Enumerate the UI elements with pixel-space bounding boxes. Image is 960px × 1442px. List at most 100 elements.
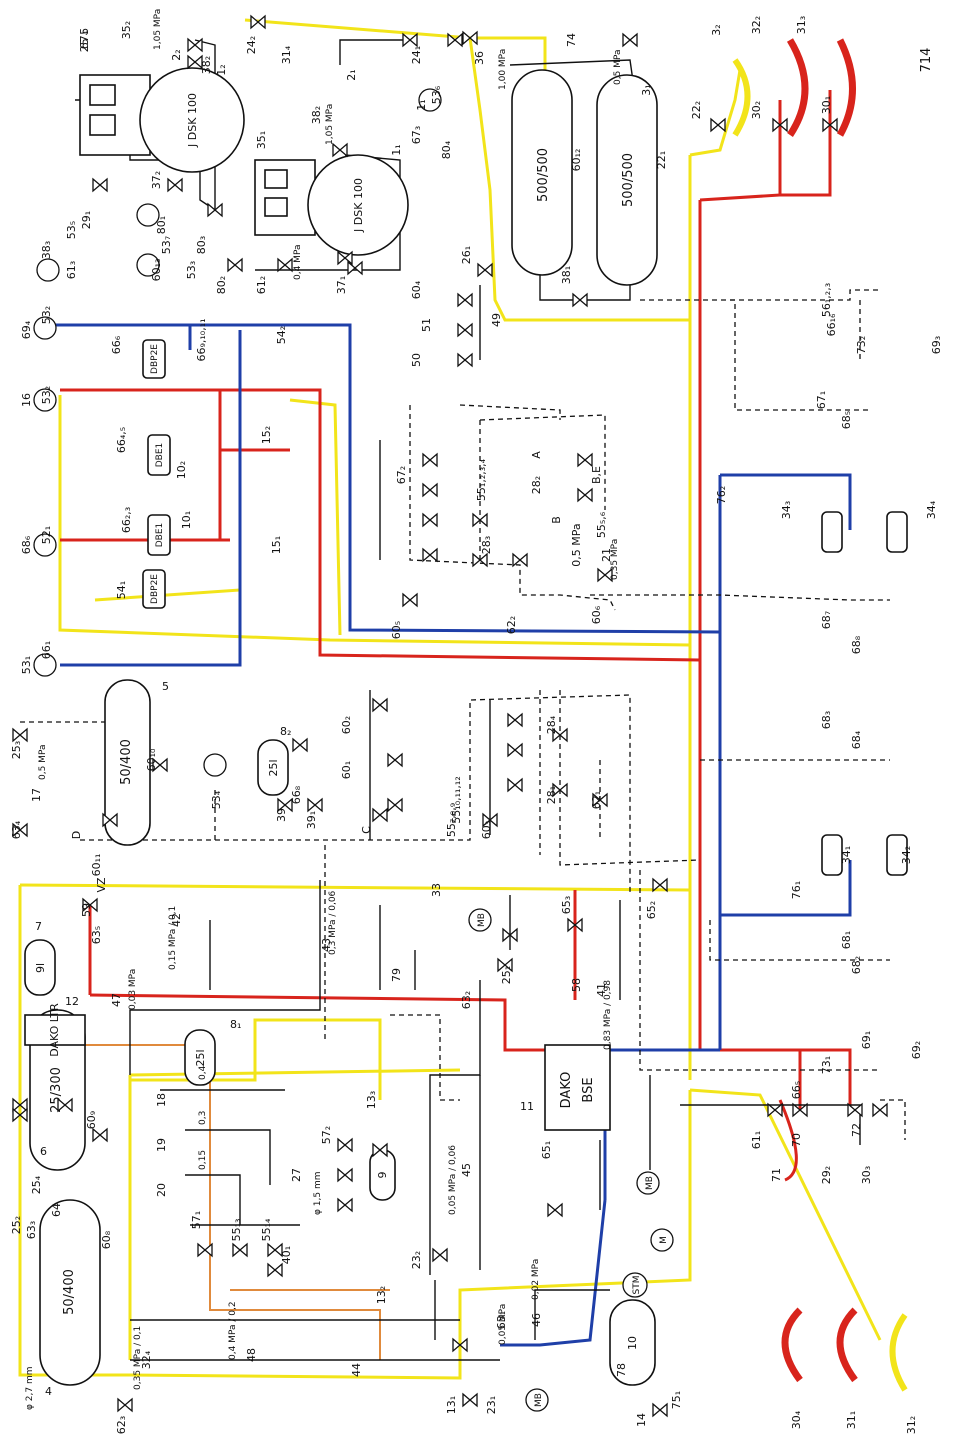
tank-7-number: 7 <box>35 920 42 933</box>
main-reservoir-2: 500/500 <box>596 74 658 286</box>
component-ref-label: 66₆ <box>110 335 123 354</box>
component-ref-label: 30₃ <box>860 1166 873 1184</box>
tank-8-2: 25l 8₂ <box>257 725 291 796</box>
tank-4-label: 50/400 <box>62 1269 77 1315</box>
component-ref-label: 10₂ <box>175 461 188 479</box>
valve-symbol <box>422 547 438 563</box>
component-ref-label: 63₄ <box>10 820 23 839</box>
dbe1-switch-2: DBE1 <box>147 434 171 476</box>
component-ref-label: 59 <box>80 903 93 917</box>
pressure-0-4: 0,4 <box>198 1065 208 1080</box>
component-ref-label: 78 <box>615 1363 628 1377</box>
component-ref-label: 3₁ <box>640 84 653 95</box>
component-ref-label: 61₂ <box>255 276 268 294</box>
valve-symbol <box>462 30 478 46</box>
pressure-04-02: 0,4 MPa / 0,2 <box>228 1301 238 1360</box>
pressure-015-01: 0,15 MPa / 0,1 <box>168 906 178 970</box>
valve-symbol <box>792 1102 808 1118</box>
dako-bse-top: DAKO <box>559 1072 574 1109</box>
component-ref-label: 73₁ <box>820 1056 833 1074</box>
valve-symbol <box>152 757 168 773</box>
component-ref-label: 32₂ <box>750 16 763 34</box>
tank-8-1: 25l 8₁ <box>184 1018 241 1086</box>
valve-symbol <box>347 260 363 276</box>
tank-5-number: 5 <box>162 680 169 693</box>
component-ref-label: 28₁ <box>545 786 558 804</box>
tank-9: 9 <box>369 1149 396 1201</box>
pressure-05-b: 0,5 MPa <box>38 745 48 780</box>
component-ref-label: 44 <box>350 1363 363 1377</box>
component-ref-label: 68₈ <box>850 635 863 654</box>
component-ref-label: 65₁ <box>540 1141 553 1159</box>
valve-symbol <box>267 1242 283 1258</box>
component-ref-label: 31₄ <box>280 45 293 64</box>
component-ref-label: 69₄ <box>20 320 33 339</box>
pressure-100: 1,00 MPa <box>498 49 508 90</box>
component-ref-label: 65₃ <box>560 896 573 914</box>
pressure-105-b: 1,05 MPa <box>325 104 335 145</box>
component-ref-label: 64 <box>50 1203 63 1217</box>
component-ref-label: 66₄,₅ <box>115 427 128 453</box>
dako-ltr-label: DAKO LTR <box>48 1003 61 1057</box>
valve-symbol <box>652 877 668 893</box>
component-ref-label: 43 <box>320 938 333 952</box>
valve-symbol <box>372 807 388 823</box>
valve-symbol <box>472 552 488 568</box>
valve-symbol <box>452 1337 468 1353</box>
pressure-15mm: φ 1,5 mm <box>313 1171 323 1215</box>
component-ref-label: 55₇,₈,₉ <box>445 803 458 837</box>
valve-symbol <box>337 1167 353 1183</box>
valve-symbol <box>507 742 523 758</box>
component-ref-label: 37₂ <box>150 171 163 189</box>
compressor-2-num: 1₁ <box>390 144 403 155</box>
component-ref-label: 25₂ <box>10 1216 23 1234</box>
component-ref-label: C <box>360 826 373 834</box>
valve-symbol <box>567 917 583 933</box>
valve-symbol <box>872 1102 888 1118</box>
component-ref-label: 54₂ <box>275 326 288 344</box>
tank-10-label: 10 <box>626 1336 639 1350</box>
dbp2e-switch-2: DBP2E <box>142 339 166 379</box>
tank-9-label: 9 <box>376 1172 389 1179</box>
component-ref-label: 60₁₃ <box>150 259 163 282</box>
component-ref-label: B,E <box>590 466 603 484</box>
component-ref-label: 2₂ <box>170 49 183 60</box>
component-ref-label: 21 <box>600 548 613 562</box>
dako-ltr-unit: DAKO LTR 12 <box>24 995 86 1057</box>
valve-symbol <box>482 812 498 828</box>
component-ref-label: 37₁ <box>335 276 348 294</box>
tank-6-number: 6 <box>40 1145 47 1158</box>
valve-symbol <box>552 782 568 798</box>
component-ref-label: 56₁,₂,₃ <box>820 283 833 317</box>
valve-symbol <box>572 292 588 308</box>
component-ref-label: 55₅,₆ <box>595 511 608 538</box>
dbe1-1-label: DBE1 <box>155 523 165 548</box>
component-ref-label: A <box>530 451 543 459</box>
black-pipe-network <box>75 39 861 1361</box>
pressure-035-01: 0,35 MPa / 0,1 <box>133 1326 143 1390</box>
component-ref-label: 17 <box>30 788 43 802</box>
valve-symbol <box>512 552 528 568</box>
valve-symbol <box>477 262 493 278</box>
compressor-2-label: J DSK 100 <box>352 178 365 233</box>
dbe1-switch-1: DBE1 <box>147 514 171 556</box>
valve-symbol <box>277 257 293 273</box>
component-ref-label: 35₂ <box>120 21 133 39</box>
pressure-0-15: 0,15 <box>198 1150 208 1170</box>
component-ref-label: 66₁ <box>40 641 53 659</box>
component-ref-label: 69₁ <box>860 1031 873 1049</box>
component-ref-label: 41 <box>595 983 608 997</box>
component-ref-label: 32₄ <box>140 1350 153 1369</box>
motor-m: M <box>650 1228 674 1252</box>
component-ref-label: 55₁₃ <box>230 1219 243 1242</box>
component-ref-label: 58 <box>570 978 583 992</box>
component-ref-label: 3₂ <box>710 24 723 35</box>
component-ref-label: 53₃ <box>185 261 198 279</box>
component-ref-label: 57₂ <box>320 1126 333 1144</box>
valve-symbol <box>372 1142 388 1158</box>
component-ref-label: 26₁ <box>460 246 473 264</box>
pressure-0-3: 0,3 <box>198 1111 208 1125</box>
valve-symbol <box>12 727 28 743</box>
valve-symbol <box>772 117 788 133</box>
